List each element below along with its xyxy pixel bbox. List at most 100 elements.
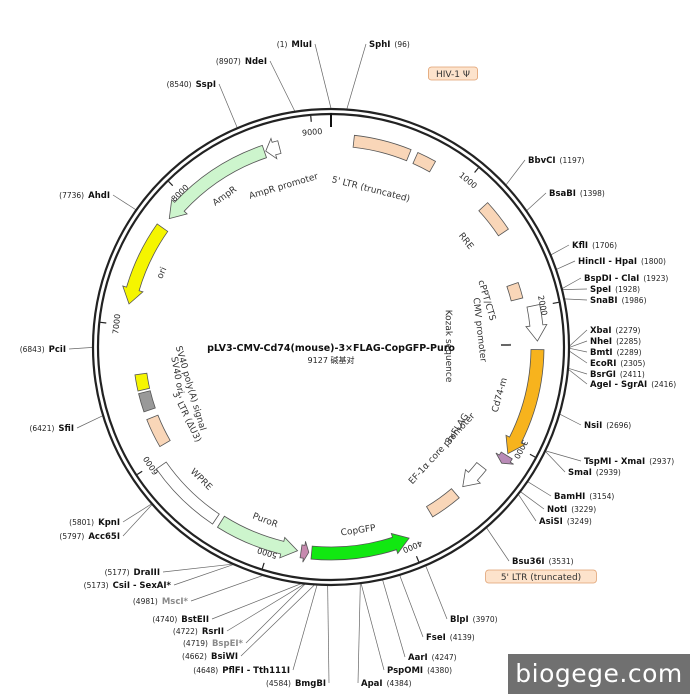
site-position: (6421) (29, 424, 54, 433)
feature-rre (478, 202, 509, 237)
site-name: BsrGI (590, 370, 616, 380)
site-blpi: BlpI(3970) (450, 615, 498, 625)
feature-flag3x (495, 451, 514, 465)
site-name: RsrII (202, 627, 224, 637)
site-kfli: KflI(1706) (572, 241, 617, 251)
site-name: FseI (426, 633, 446, 643)
site-position: (2696) (606, 421, 631, 430)
feature-ampr-promoter (265, 137, 282, 160)
feature-hiv1-psi (412, 151, 437, 173)
tick-mark (552, 301, 559, 305)
feature-ampr (168, 144, 268, 220)
site-bmgbi: BmgBI(4584) (266, 679, 326, 689)
site-leader-line (517, 493, 537, 522)
site-leader-line (240, 584, 316, 657)
site-name: NotI (547, 505, 567, 515)
site-name: BsiWI (211, 652, 238, 662)
site-msci-: MscI*(4981) (133, 597, 189, 607)
site-leader-line (545, 450, 582, 462)
site-name: BmgBI (295, 679, 326, 689)
site-pcii: PciI (6843) (20, 345, 66, 355)
site-bbvci: BbvCI(1197) (528, 156, 585, 166)
site-leader-line (122, 503, 153, 523)
feature-cppt (506, 282, 524, 302)
site-position: (4981) (133, 597, 158, 606)
site-position: (4384) (387, 679, 412, 688)
feature-cd74-m (505, 349, 545, 455)
site-position: (1986) (622, 296, 647, 305)
site-name: PciI (49, 345, 66, 355)
site-position: (1197) (560, 156, 585, 165)
site-leader-line (173, 564, 235, 586)
site-leader-line (568, 329, 588, 347)
site-position: (3154) (589, 492, 614, 501)
site-position: (5173) (84, 581, 109, 590)
site-leader-line (485, 527, 510, 562)
site-name: NdeI (245, 57, 267, 67)
site-rsrii: RsrII(4722) (173, 627, 224, 637)
site-name: PspOMI (387, 666, 423, 676)
site-name: HincII - HpaI (578, 257, 637, 267)
site-pspomi: PspOMI(4380) (387, 666, 452, 676)
feature-label-puror: PuroR (251, 512, 279, 531)
site-position: (5797) (59, 532, 84, 541)
site-leader-line (357, 583, 361, 684)
site-position: (8907) (216, 57, 241, 66)
site-name: TspMI - XmaI (584, 457, 645, 467)
site-position: (1) (277, 40, 288, 49)
site-spei: SpeI(1928) (590, 285, 640, 295)
ltr5-trunc-2-callout-box (485, 569, 597, 584)
site-leader-line (564, 298, 588, 301)
site-leader-line (526, 192, 547, 212)
site-position: (2416) (651, 380, 676, 389)
site-leader-line (527, 481, 552, 497)
site-sspi: SspI(8540) (167, 80, 216, 90)
site-leader-line (327, 584, 330, 684)
site-bspei-: BspEI*(4719) (183, 639, 244, 649)
site-leader-line (568, 347, 588, 353)
site-name: CsiI - SexAI* (113, 581, 172, 591)
site-position: (1398) (580, 189, 605, 198)
site-position: (2305) (620, 359, 645, 368)
site-name: BlpI (450, 615, 469, 625)
site-bsrgi: BsrGI(2411) (590, 370, 645, 380)
site-apai: ApaI (4384) (361, 679, 412, 689)
site-name: NheI (590, 337, 612, 347)
site-leader-line (112, 194, 137, 211)
site-leader-line (399, 574, 424, 638)
tick-mark (100, 321, 107, 324)
tick-mark (261, 562, 265, 569)
site-name: SspI (196, 80, 216, 90)
tick-label: 9000 (302, 127, 323, 138)
feature-label-ori: ori (156, 266, 170, 281)
feature-label-cd74-m: Cd74-m (491, 377, 510, 414)
site-position: (6843) (20, 345, 45, 354)
feature-label-ampr-promoter: AmpR promoter (248, 172, 320, 202)
site-snabi: SnaBI(1986) (590, 296, 647, 306)
plasmid-title: pLV3-CMV-Cd74(mouse)-3×FLAG-CopGFP-Puro (207, 343, 455, 354)
site-leader-line (555, 260, 576, 270)
site-name: DraIII (134, 568, 160, 578)
site-position: (4247) (432, 653, 457, 662)
feature-layer (122, 134, 548, 563)
site-bsiwi: BsiWI(4662) (182, 652, 238, 662)
site-name: BspDI - ClaI (584, 274, 639, 284)
site-leader-line (561, 288, 588, 290)
site-sphi: SphI(96) (369, 40, 410, 50)
site-csii-sexai-: CsiI - SexAI* (5173) (84, 581, 172, 591)
plasmid-size: 9127 碱基对 (308, 355, 355, 365)
site-leader-line (550, 244, 570, 256)
site-position: (3229) (571, 505, 596, 514)
feature-wpre (155, 461, 220, 525)
feature-label-copgfp: CopGFP (340, 523, 377, 538)
feature-ori (122, 223, 169, 305)
site-name: ApaI (361, 679, 383, 689)
site-position: (1923) (643, 274, 668, 283)
site-bamhi: BamHI(3154) (554, 492, 614, 502)
site-asisi: AsiSI(3249) (539, 517, 592, 527)
site-bsteii: BstEII(4740) (152, 615, 209, 625)
site-leader-line (561, 277, 582, 290)
site-nsii: NsiI (2696) (584, 421, 631, 431)
site-name: NsiI (584, 421, 602, 431)
site-name: Acc65I (88, 532, 120, 542)
